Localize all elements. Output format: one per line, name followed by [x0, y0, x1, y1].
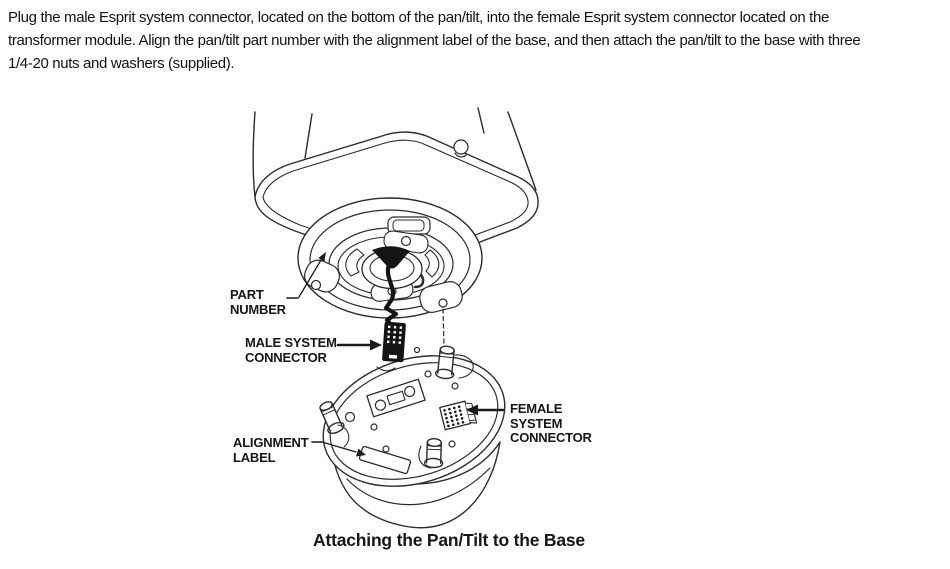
- female-system-connector: [439, 400, 478, 431]
- callout-line: CONNECTOR: [510, 430, 592, 445]
- mounting-stud-bottom: [423, 438, 444, 469]
- callout-line: FEMALE: [510, 401, 563, 416]
- system-cable: [372, 246, 410, 329]
- callout-female-system-connector: FEMALE SYSTEM CONNECTOR: [510, 401, 592, 446]
- instruction-paragraph: Plug the male Esprit system connector, l…: [8, 9, 861, 72]
- callout-line: CONNECTOR: [245, 349, 327, 365]
- callout-line: NUMBER: [230, 301, 286, 317]
- figure-caption: Attaching the Pan/Tilt to the Base: [313, 530, 585, 550]
- base-module: [319, 345, 506, 529]
- callout-part-number: PART NUMBER: [230, 287, 286, 317]
- male-system-connector: [382, 321, 406, 363]
- callout-line: ALIGNMENT: [233, 435, 309, 450]
- callout-male-system-connector: MALE SYSTEM CONNECTOR: [245, 335, 337, 365]
- terminal-block: [366, 378, 426, 418]
- callout-line: PART: [230, 287, 264, 302]
- screw-detail: [453, 139, 469, 158]
- callout-line: SYSTEM: [510, 415, 563, 431]
- callout-line: LABEL: [233, 449, 276, 465]
- callout-line: MALE SYSTEM: [245, 335, 337, 350]
- callout-leaders: [286, 252, 505, 457]
- callout-alignment-label: ALIGNMENT LABEL: [233, 435, 309, 465]
- mounting-stud-left: [319, 401, 345, 435]
- mounting-stud-top: [434, 345, 455, 380]
- alignment-dashed-line: [442, 308, 445, 346]
